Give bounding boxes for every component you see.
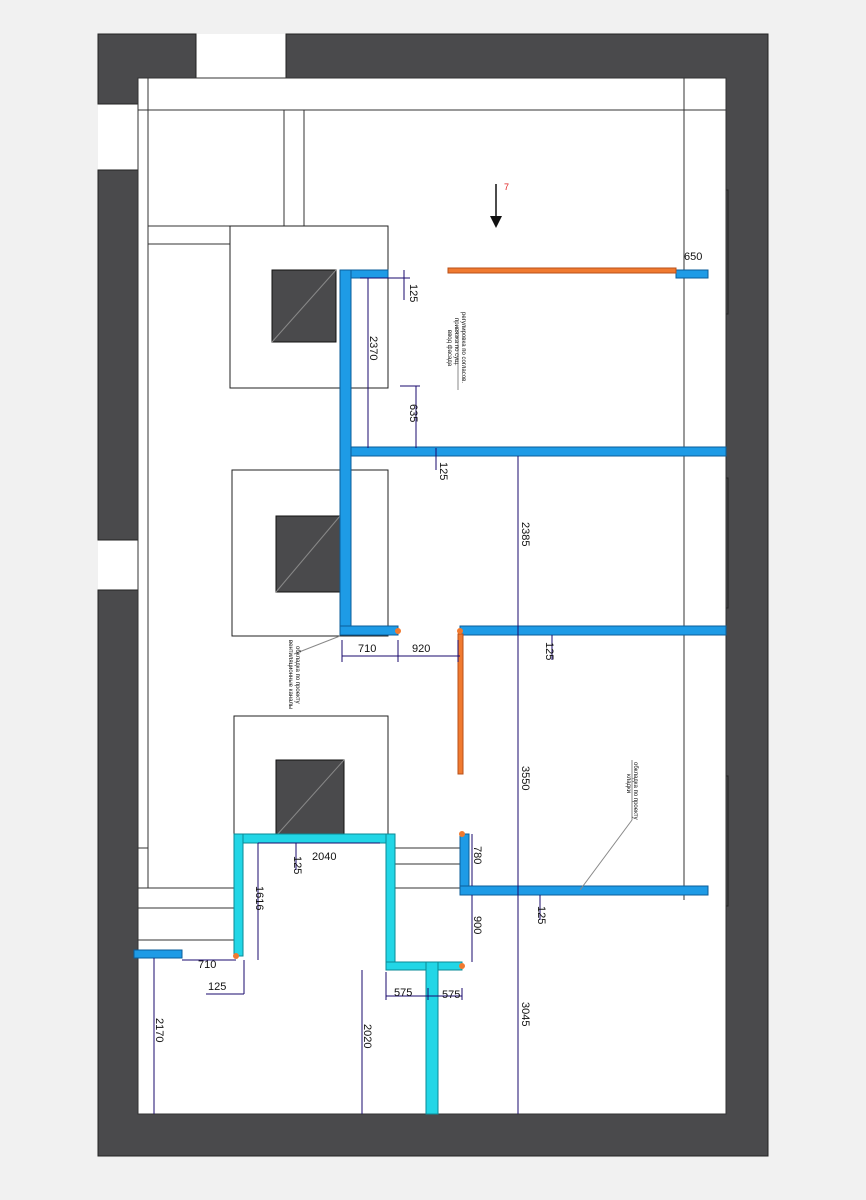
dim-125-lower: 125 bbox=[535, 906, 547, 924]
dim-900: 900 bbox=[471, 916, 483, 934]
dim-3550: 3550 bbox=[519, 766, 531, 790]
dim-125-mid: 125 bbox=[437, 462, 449, 480]
note-right: обкладка по проекту кладки bbox=[625, 762, 638, 820]
cyan-partitions bbox=[233, 833, 463, 1115]
dim-2385: 2385 bbox=[519, 522, 531, 546]
outer-walls bbox=[97, 33, 769, 1157]
dim-2040: 2040 bbox=[312, 851, 336, 863]
dim-1616: 1616 bbox=[253, 886, 265, 910]
dim-125-lower-left: 125 bbox=[208, 981, 226, 993]
dim-575-left: 575 bbox=[394, 987, 412, 999]
north-arrow: 7 bbox=[490, 182, 509, 228]
dimension-lines bbox=[153, 270, 553, 1114]
orange-partitions bbox=[447, 267, 677, 775]
note-right-line-2: кладки bbox=[625, 774, 631, 793]
dim-2170: 2170 bbox=[153, 1018, 165, 1042]
note-top: регулировка по согласов. привязка по сущ… bbox=[446, 312, 466, 383]
dim-2020: 2020 bbox=[361, 1024, 373, 1048]
note-leaders bbox=[293, 330, 633, 891]
north-marker: 7 bbox=[504, 182, 509, 192]
dim-635: 635 bbox=[407, 404, 419, 422]
note-top-line-2: привязка по сущ. bbox=[453, 318, 459, 366]
dim-710-lower: 710 bbox=[198, 959, 216, 971]
vent-block-3 bbox=[233, 715, 389, 837]
dim-125-bath: 125 bbox=[291, 856, 303, 874]
dim-780: 780 bbox=[471, 846, 483, 864]
dim-710-mid: 710 bbox=[358, 643, 376, 655]
dim-575-right: 575 bbox=[442, 989, 460, 1001]
note-top-line-3: ввод фасада bbox=[446, 330, 452, 367]
interior-outline bbox=[137, 77, 727, 1115]
vent-block-2 bbox=[231, 469, 389, 637]
note-right-line-1: обкладка по проекту bbox=[632, 762, 638, 820]
note-mid: обкладка по проекту вентиляционные канал… bbox=[287, 640, 300, 709]
dim-125-right: 125 bbox=[543, 642, 555, 660]
dim-125-top: 125 bbox=[407, 284, 419, 302]
dim-2370: 2370 bbox=[367, 336, 379, 360]
note-mid-line-2: вентиляционные каналы bbox=[287, 640, 293, 709]
dim-3045: 3045 bbox=[519, 1002, 531, 1026]
dim-920: 920 bbox=[412, 643, 430, 655]
dim-650: 650 bbox=[684, 251, 702, 263]
orange-markers bbox=[233, 628, 465, 969]
note-mid-line-1: обкладка по проекту bbox=[294, 646, 300, 704]
vent-block-1 bbox=[229, 225, 389, 389]
interior-lines bbox=[138, 78, 726, 941]
note-top-line-1: регулировка по согласов. bbox=[460, 312, 466, 383]
